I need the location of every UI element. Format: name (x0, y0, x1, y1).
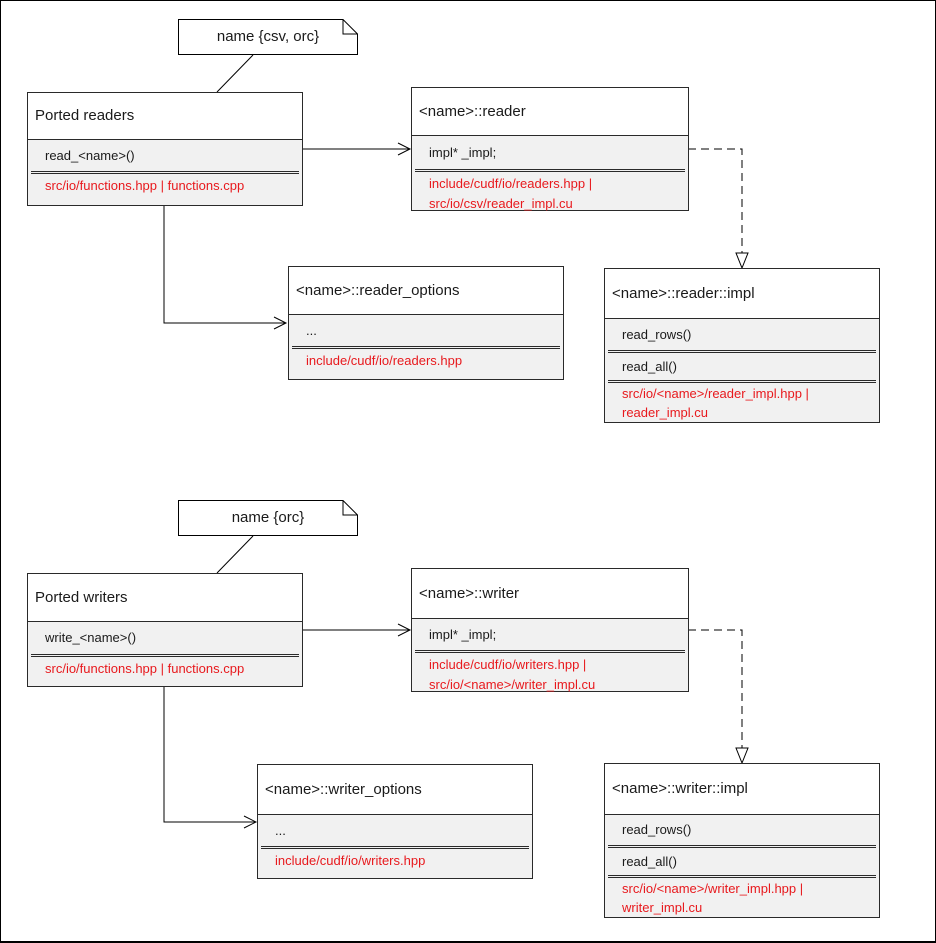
writer-impl-arrowhead (735, 747, 749, 765)
writer-impl-title: <name>::writer::impl (605, 764, 879, 815)
readers-to-options-arrowhead (273, 316, 288, 330)
writer-options-member: ... (275, 823, 286, 838)
writers-to-options-link (163, 686, 256, 823)
reader-name-note: name {csv, orc} (178, 19, 358, 55)
writer-options-title: <name>::writer_options (258, 765, 532, 815)
writer-source-line1: include/cudf/io/writers.hpp | (429, 657, 587, 672)
reader-impl-method2: read_all() (622, 359, 677, 374)
writer-class-title: <name>::writer (412, 569, 688, 619)
writer-options-source: include/cudf/io/writers.hpp (275, 853, 426, 868)
note-shape-icon (178, 500, 358, 536)
ported-readers-title: Ported readers (28, 93, 302, 140)
reader-note-anchor (216, 54, 254, 93)
reader-impl-method1: read_rows() (622, 327, 692, 342)
writer-impl-source-line1: src/io/<name>/writer_impl.hpp | (622, 881, 804, 896)
readers-to-options-link (163, 205, 286, 324)
writer-to-impl-dependency (688, 629, 743, 751)
writer-impl-source-line2: writer_impl.cu (622, 900, 703, 915)
reader-class-title: <name>::reader (412, 88, 688, 136)
reader-impl-source-line2: reader_impl.cu (622, 405, 708, 420)
reader-options-member: ... (306, 323, 317, 338)
reader-source-line2: src/io/csv/reader_impl.cu (429, 196, 573, 211)
writer-member: impl* _impl; (429, 627, 497, 642)
reader-impl-title: <name>::reader::impl (605, 269, 879, 319)
writer-class-box: <name>::writer impl* _impl; include/cudf… (411, 568, 689, 692)
ported-writers-source: src/io/functions.hpp | functions.cpp (45, 661, 245, 676)
ported-writers-title: Ported writers (28, 574, 302, 622)
reader-to-impl-dependency (688, 148, 743, 256)
reader-source-line1: include/cudf/io/readers.hpp | (429, 176, 593, 191)
readers-to-reader-arrowhead (397, 142, 412, 156)
ported-readers-method: read_<name>() (45, 148, 135, 163)
reader-options-source: include/cudf/io/readers.hpp (306, 353, 463, 368)
writer-impl-box: <name>::writer::impl read_rows() read_al… (604, 763, 880, 918)
ported-readers-source: src/io/functions.hpp | functions.cpp (45, 178, 245, 193)
writer-note-anchor (216, 535, 254, 574)
reader-member: impl* _impl; (429, 145, 497, 160)
ported-readers-box: Ported readers read_<name>() src/io/func… (27, 92, 303, 206)
writer-name-note: name {orc} (178, 500, 358, 536)
writer-source-line2: src/io/<name>/writer_impl.cu (429, 677, 596, 692)
writers-to-options-arrowhead (243, 815, 258, 829)
reader-impl-box: <name>::reader::impl read_rows() read_al… (604, 268, 880, 423)
writers-to-writer-arrowhead (397, 623, 412, 637)
reader-class-box: <name>::reader impl* _impl; include/cudf… (411, 87, 689, 211)
reader-impl-source-line1: src/io/<name>/reader_impl.hpp | (622, 386, 809, 401)
writer-note-text: name {orc} (231, 509, 305, 526)
writer-options-box: <name>::writer_options ... include/cudf/… (257, 764, 533, 879)
writer-impl-method1: read_rows() (622, 822, 692, 837)
writer-impl-method2: read_all() (622, 854, 677, 869)
note-shape-icon (178, 19, 358, 55)
reader-options-box: <name>::reader_options ... include/cudf/… (288, 266, 564, 380)
reader-impl-arrowhead (735, 252, 749, 270)
ported-writers-method: write_<name>() (45, 630, 137, 645)
reader-note-text: name {csv, orc} (216, 28, 320, 45)
ported-writers-box: Ported writers write_<name>() src/io/fun… (27, 573, 303, 687)
reader-options-title: <name>::reader_options (289, 267, 563, 315)
